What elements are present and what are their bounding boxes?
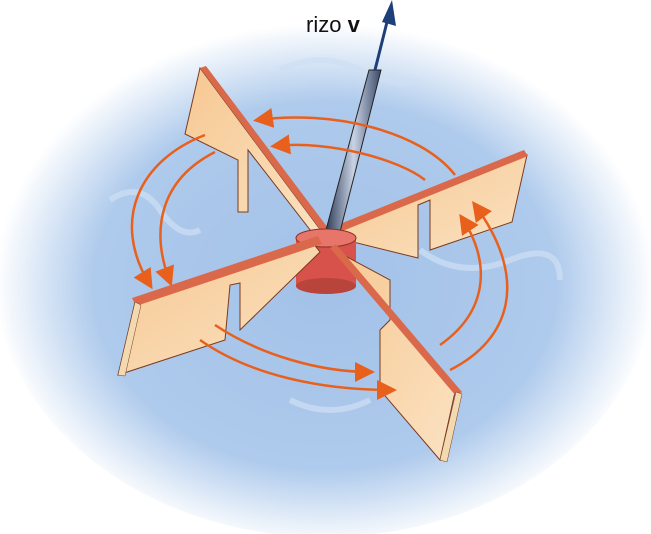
arrow-top-outer bbox=[253, 108, 456, 176]
blade-right bbox=[335, 150, 528, 259]
arrow-right-inner bbox=[439, 213, 482, 347]
arrow-top-inner bbox=[270, 134, 426, 181]
arrow-right-outer bbox=[449, 200, 509, 372]
arrow-bottom-inner bbox=[214, 323, 375, 382]
label-text: rizo bbox=[306, 12, 342, 37]
blade-left bbox=[117, 236, 322, 377]
vector-arrow bbox=[373, 0, 396, 71]
vorticity-label: rizo v bbox=[306, 12, 360, 38]
arrow-left-inner bbox=[155, 150, 216, 287]
label-vector: v bbox=[347, 12, 360, 37]
arrow-bottom-outer bbox=[199, 338, 397, 400]
blade-bottom bbox=[330, 244, 463, 463]
rotation-arrows bbox=[130, 108, 509, 400]
fluid-swirls bbox=[108, 57, 563, 413]
arrow-left-outer bbox=[130, 133, 206, 290]
